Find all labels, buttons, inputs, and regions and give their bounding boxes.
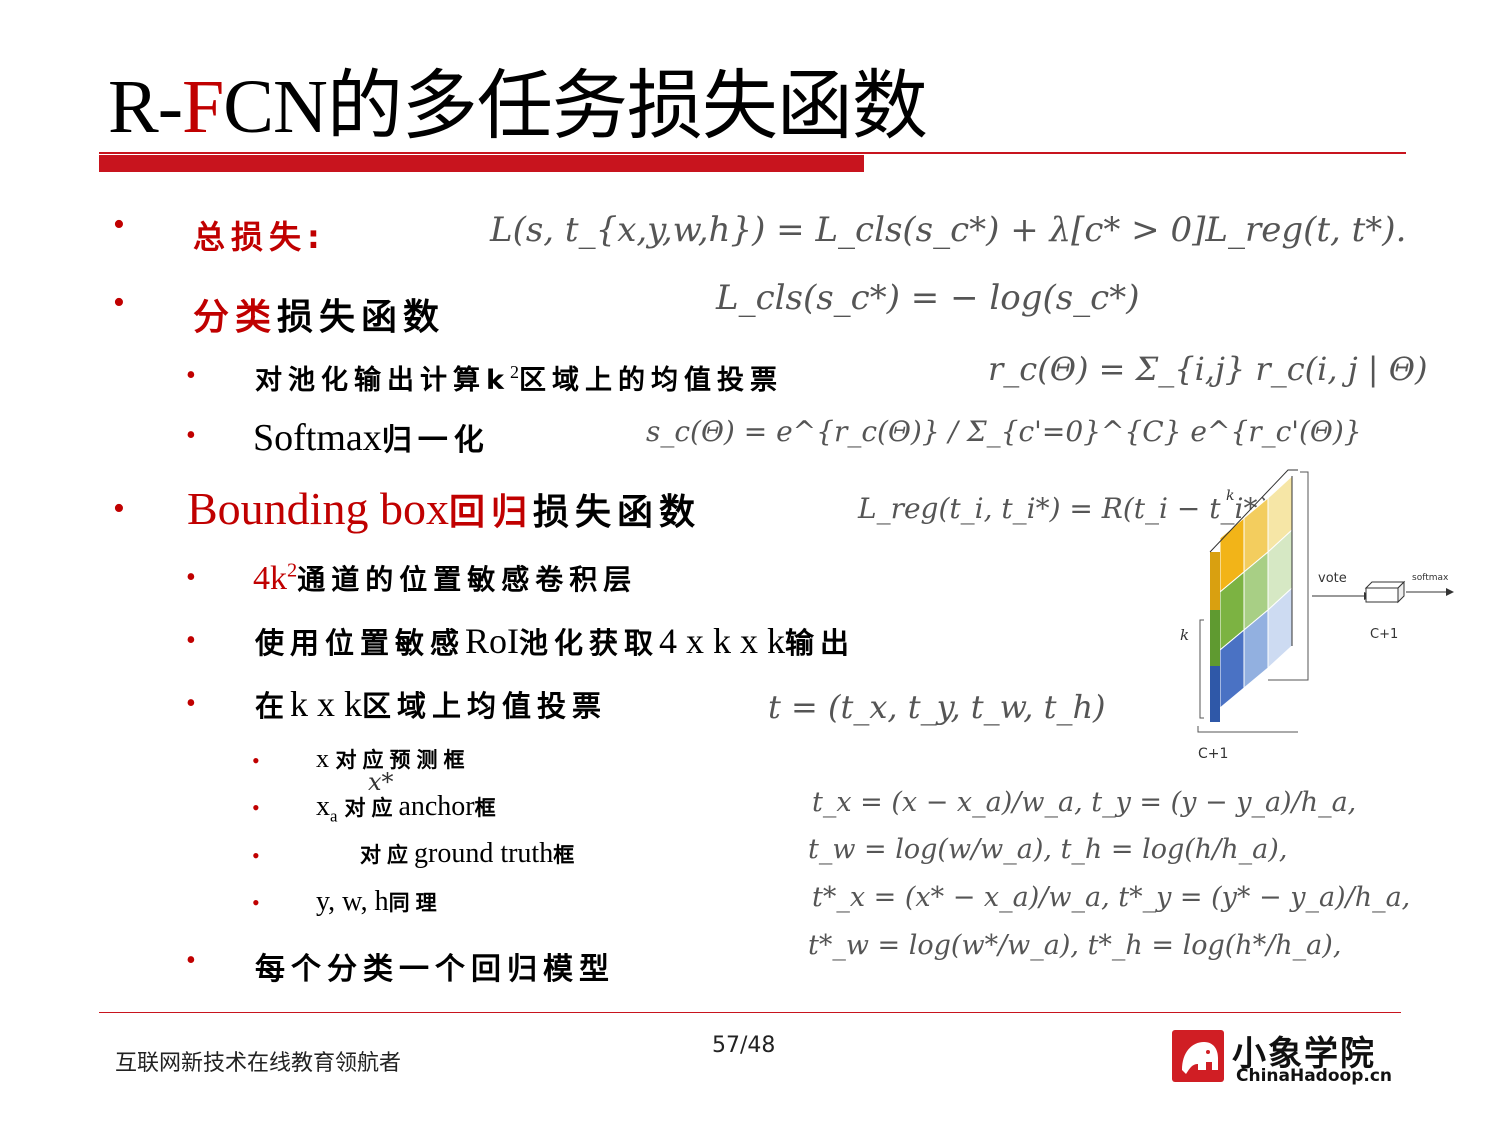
- bottom-bracket: [1197, 726, 1298, 733]
- pooling-text: 使用位置敏感RoI池化获取4 x k x k输出: [255, 621, 856, 661]
- score-map-diagram: k k C+1 vote C+1 softmax: [1180, 469, 1454, 762]
- bullet-dot: •: [252, 843, 260, 868]
- per-class-text: 每个分类一个回归模型: [255, 952, 615, 987]
- bullet-dot: •: [186, 420, 196, 451]
- front-yellow: [1210, 552, 1220, 610]
- bullet-dot: •: [186, 360, 196, 391]
- left-bracket: [1199, 619, 1204, 719]
- bullet-dot: •: [186, 625, 196, 656]
- elephant-logo-icon: [1172, 1030, 1224, 1082]
- x-star-symbol: x*: [368, 768, 394, 796]
- bullet-dot: •: [186, 562, 196, 593]
- vote-formula: r_c(Θ) = Σ_{i,j} r_c(i, j | Θ): [988, 350, 1428, 388]
- softmax-text: Softmax归一化: [253, 417, 490, 459]
- softmax-arrowhead: [1446, 588, 1454, 596]
- bullet-dot: •: [252, 748, 260, 773]
- label-softmax: softmax: [1412, 573, 1449, 583]
- bullet-dot: •: [186, 945, 196, 976]
- equation-3: t*_x = (x* − x_a)/w_a, t*_y = (y* − y_a)…: [812, 882, 1411, 913]
- equation-1: t_x = (x − x_a)/w_a, t_y = (y − y_a)/h_a…: [812, 787, 1357, 818]
- bullet-dot: •: [252, 890, 260, 915]
- footer-rule: [99, 1012, 1401, 1013]
- bbox-formula: L_reg(t_i, t_i*) = R(t_i − t_i*): [858, 492, 1269, 525]
- vote-box-side: [1397, 580, 1405, 604]
- top-edge: [1209, 469, 1298, 553]
- label-c1-bottom: C+1: [1198, 746, 1228, 762]
- total-loss-label: 总损失:: [193, 218, 326, 256]
- equation-4: t*_w = log(w*/w_a), t*_h = log(h*/h_a),: [808, 930, 1342, 961]
- conv-layer-text: 4k2通道的位置敏感卷积层: [253, 559, 638, 597]
- title-rule-thin: [99, 152, 1406, 154]
- mean-vote-text: 在k x k区域上均值投票: [255, 684, 608, 724]
- logo-chinese-name: 小象学院: [1232, 1034, 1376, 1074]
- label-vote: vote: [1318, 571, 1347, 586]
- xstar-item: 对应ground truth框: [360, 838, 581, 869]
- ywh-item: y, w, h同理: [316, 886, 443, 917]
- cls-loss-label: 分类损失函数: [193, 297, 446, 338]
- bullet-dot: •: [113, 490, 125, 527]
- page-number: 57/48: [712, 1033, 776, 1058]
- bullet-dot: •: [252, 795, 260, 820]
- xa-item: xa 对应anchor框: [316, 791, 502, 826]
- bbox-loss-label: Bounding box回归损失函数: [187, 483, 701, 534]
- title-rule-thick: [99, 155, 864, 172]
- label-c1-right: C+1: [1370, 627, 1398, 642]
- x-item: x 对应预测框: [316, 744, 471, 773]
- bullet-dot: •: [113, 284, 125, 321]
- front-green: [1210, 610, 1220, 666]
- label-k-left: k: [1180, 626, 1189, 644]
- logo-english-name: ChinaHadoop.cn: [1236, 1066, 1393, 1086]
- front-blue: [1210, 666, 1220, 722]
- page-title: R-FCN的多任务损失函数: [108, 65, 928, 149]
- depth-bracket: [1268, 471, 1309, 681]
- vote-text: 对池化输出计算k2区域上的均值投票: [255, 362, 783, 396]
- total-loss-formula: L(s, t_{x,y,w,h}) = L_cls(s_c*) + λ[c* >…: [490, 210, 1407, 250]
- bullet-dot: •: [113, 206, 125, 243]
- cls-loss-formula: L_cls(s_c*) = − log(s_c*): [716, 278, 1140, 318]
- equation-2: t_w = log(w/w_a), t_h = log(h/h_a),: [808, 834, 1288, 865]
- t-formula: t = (t_x, t_y, t_w, t_h): [768, 688, 1106, 726]
- footer-slogan: 互联网新技术在线教育领航者: [115, 1051, 402, 1076]
- bullet-dot: •: [186, 688, 196, 719]
- softmax-formula: s_c(Θ) = e^{r_c(Θ)} / Σ_{c'=0}^{C} e^{r_…: [646, 415, 1362, 448]
- vote-box: [1365, 587, 1399, 603]
- label-k-top: k: [1226, 488, 1234, 504]
